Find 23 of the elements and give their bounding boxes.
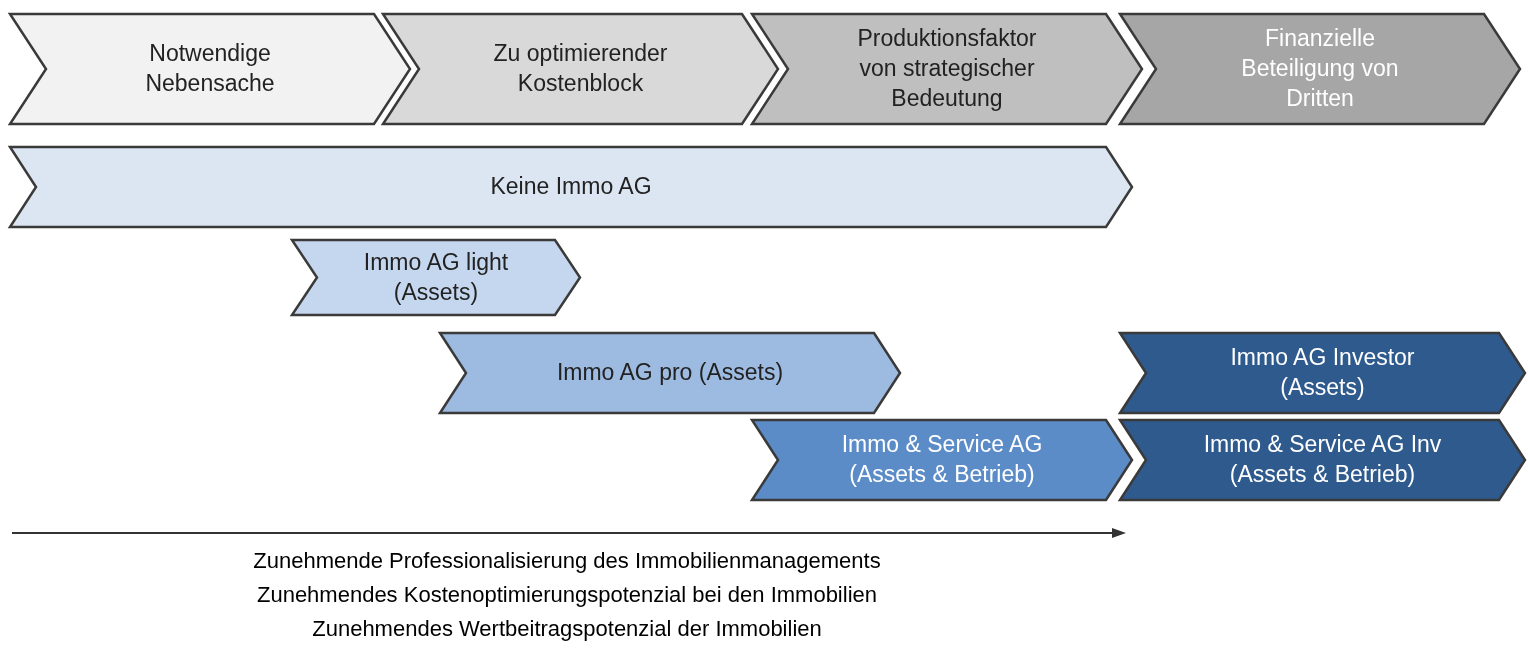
caption-line: Zunehmendes Kostenoptimierungspotenzial bei den Immobilien	[255, 582, 878, 608]
banner-text: Keine Immo AG	[490, 172, 652, 202]
caption-line: Zunehmende Professionalisierung des Immobilienmanagements	[252, 548, 882, 574]
phase-banner	[752, 14, 1142, 124]
phase-banner	[1120, 333, 1525, 413]
banner-text: Notwendige Nebensache	[144, 39, 276, 98]
phase-banner	[752, 420, 1132, 500]
banner-text: Produktionsfaktor von strategischer Bedeutung	[856, 24, 1038, 113]
phase-banner	[10, 147, 1132, 227]
phase-banner	[1120, 420, 1525, 500]
phase-banner	[383, 14, 778, 124]
phase-banner	[1120, 14, 1520, 124]
caption-line: Zunehmendes Wertbeitragspotenzial der Immobilien	[311, 616, 823, 642]
banner-text: Immo & Service AG Inv (Assets & Betrieb)	[1202, 430, 1443, 489]
phase-banner	[10, 14, 410, 124]
banner-text: Immo & Service AG (Assets & Betrieb)	[840, 430, 1044, 489]
banner-text: Immo AG pro (Assets)	[556, 358, 784, 388]
banner-text: Immo AG light (Assets)	[362, 247, 510, 307]
phase-banner	[440, 333, 900, 413]
banner-text: Zu optimierender Kostenblock	[492, 39, 669, 98]
banner-text: Immo AG Investor (Assets)	[1229, 343, 1416, 402]
banner-text: Finanzielle Beteiligung von Dritten	[1240, 24, 1400, 113]
phase-banner	[292, 240, 580, 315]
